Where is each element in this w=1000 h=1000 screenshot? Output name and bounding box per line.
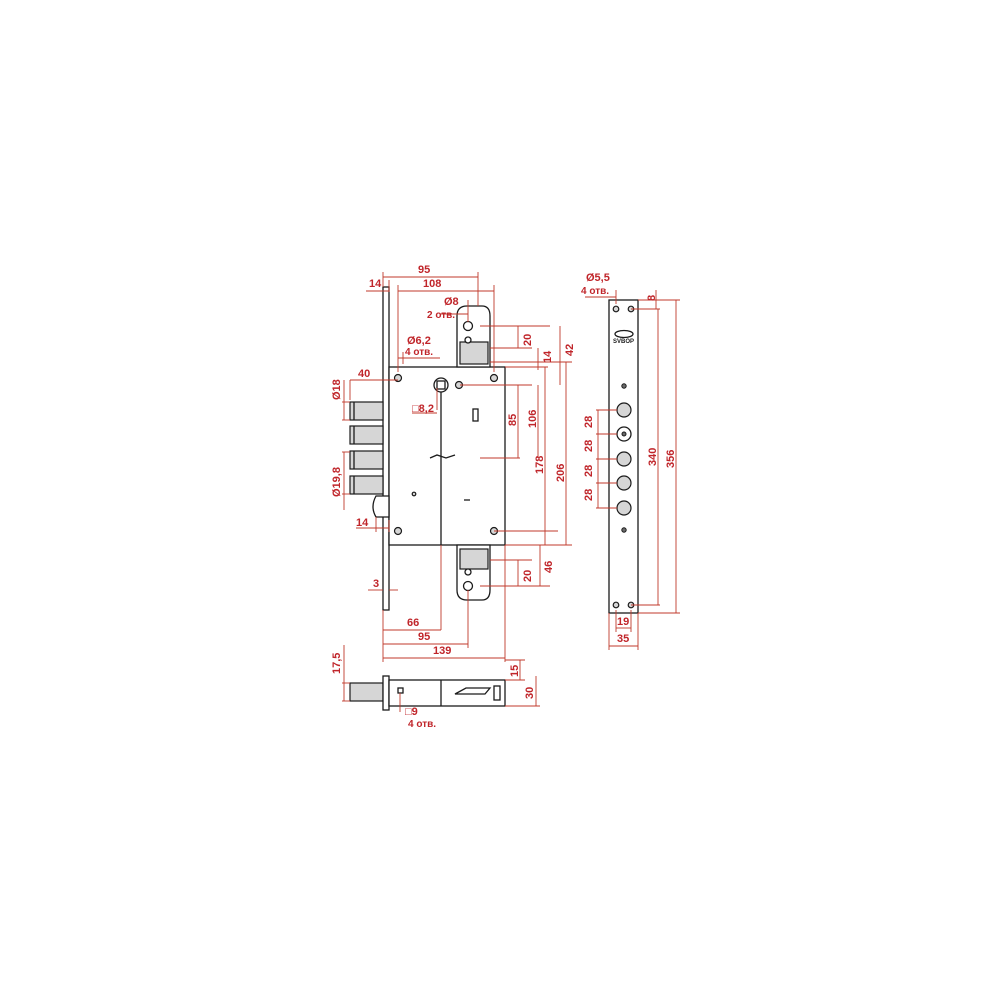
dim-15: 15 [509,665,521,677]
dim-sq-9-count: 4 отв. [408,719,436,730]
dim-206: 206 [555,464,567,482]
case-hole-top-left [393,373,403,383]
dim-85: 85 [507,414,519,426]
dim-106: 106 [527,410,539,428]
faceplate-small-hole-lower [621,527,627,533]
dim-sq-9: □9 [405,706,418,718]
dim-35: 35 [617,633,629,645]
dim-95: 95 [418,264,430,276]
lock-case-body [388,366,506,546]
dim-bolt-d18: Ø18 [331,379,343,400]
faceplate-bolt-opening-1 [616,402,632,418]
dim-hole-d8-count: 2 отв. [427,310,455,321]
side-latch-detail [454,687,492,695]
dim-14-flange: 14 [369,278,382,290]
latch-bolt [372,495,390,518]
top-tab-hole-lower [464,336,472,344]
dim-pitch-1: 28 [583,416,595,428]
faceplate-bolt-opening-3 [616,475,632,491]
side-square-hole [397,687,404,694]
side-case [388,679,506,707]
faceplate-small-hole-upper [621,383,627,389]
faceplate-bolt-opening-4 [616,500,632,516]
dim-hole-d55-count: 4 отв. [581,286,609,297]
dim-pitch-4: 28 [583,489,595,501]
dim-42: 42 [564,344,576,356]
dim-175: 17,5 [331,653,343,674]
side-case-rib [493,685,501,701]
bottom-tab-hole-upper [464,568,472,576]
faceplate-latch-center [621,431,627,437]
dim-19: 19 [617,616,629,628]
faceplate-dimensions [585,290,680,650]
side-view-dimension-labels: 17,5 15 30 □9 4 отв. [331,653,536,730]
top-tab-slot [459,341,489,365]
lock-front-view [349,286,506,611]
case-hole-bottom-left [393,526,403,536]
dim-178: 178 [534,456,546,474]
dim-bolt-d198: Ø19,8 [331,467,343,497]
dim-139: 139 [433,645,451,657]
bolt-2 [349,425,384,445]
faceplate-bolt-opening-2 [616,451,632,467]
bottom-tab-slot [459,548,489,570]
top-tab-hole-upper [462,320,474,332]
faceplate-hole-bottom-left [612,601,620,609]
dim-14-bottom: 14 [356,517,369,529]
bottom-tab-hole-lower [462,580,474,592]
dim-46: 46 [543,561,555,573]
side-bolt [349,682,384,702]
dim-sq-82: □8,2 [412,403,434,415]
dim-hole-d62-count: 4 отв. [405,347,433,358]
front-faceplate [382,286,390,611]
lock-side-view [349,675,506,711]
dim-hole-d55: Ø5,5 [586,272,610,284]
dim-pitch-3: 28 [583,465,595,477]
front-view-dimension-labels: 95 108 14 Ø8 2 отв. Ø6,2 4 отв. 40 Ø18 Ø… [331,264,576,657]
bolt-4 [349,475,384,495]
dim-340: 340 [647,448,659,466]
dim-20-bottom: 20 [522,570,534,582]
side-faceplate [382,675,390,711]
bolt-1 [349,401,384,421]
dim-95-bottom: 95 [418,631,430,643]
dim-14-right: 14 [542,350,554,363]
dim-pitch-2: 28 [583,440,595,452]
dim-356: 356 [665,450,677,468]
brand-logo-text: SVBOP [613,339,634,345]
dim-108: 108 [423,278,441,290]
dim-66: 66 [407,617,419,629]
brand-logo-shape [614,329,634,339]
keyhole [472,408,479,422]
dim-hole-d8: Ø8 [444,296,459,308]
dim-3: 3 [373,578,379,590]
faceplate-view: SVBOP [608,299,639,614]
bolt-3 [349,450,384,470]
faceplate-dimension-labels: Ø5,5 4 отв. 8 28 28 28 28 340 356 19 35 [581,272,677,645]
case-small-dot [411,491,417,497]
faceplate-hole-top-left [612,305,620,313]
side-view-dimensions [342,645,540,712]
case-hole-top-right [489,373,499,383]
dim-hole-d62: Ø6,2 [407,335,431,347]
dim-8: 8 [646,295,658,301]
dim-40: 40 [358,368,370,380]
dim-20-top: 20 [522,334,534,346]
dim-30: 30 [524,687,536,699]
spindle-square-hole [436,380,446,390]
front-view-dimensions [342,272,572,662]
